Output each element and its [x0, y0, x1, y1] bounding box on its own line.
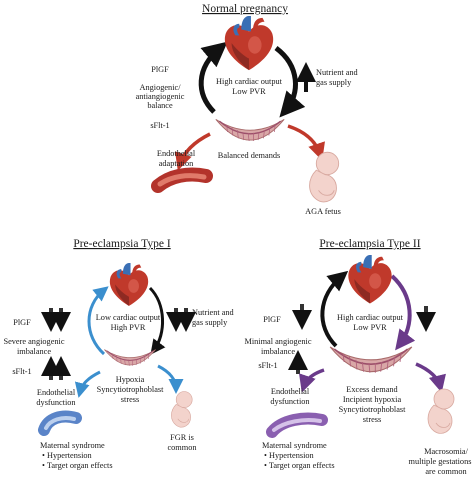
type2-plgf: PlGF	[263, 315, 281, 324]
type2-arrow-to-fetus	[415, 362, 446, 393]
type2-heart-line1: High cardiac output	[337, 313, 404, 322]
type1-imbalance-2: imbalance	[17, 347, 51, 356]
normal-placenta-label: Balanced demands	[218, 151, 280, 160]
normal-plgf: PlGF	[151, 65, 169, 74]
normal-fetus-label: AGA fetus	[305, 207, 341, 216]
placenta-icon	[329, 346, 413, 374]
type1-syndrome-1: Maternal syndrome	[40, 441, 105, 450]
type1-syndrome-3: • Target organ effects	[42, 461, 113, 470]
normal-balance-1: Angiogenic/	[139, 83, 181, 92]
type2-syndrome-1: Maternal syndrome	[262, 441, 327, 450]
type1-placenta-2: Syncytiotrophoblast	[97, 385, 165, 394]
type2-placenta-4: stress	[363, 415, 381, 424]
normal-heart-line2: Low PVR	[232, 87, 266, 96]
type1-syndrome-2: • Hypertension	[42, 451, 93, 460]
type1-heart-line1: Low cardiac output	[96, 313, 161, 322]
normal-arrow-left	[198, 41, 228, 114]
arrow-up-icon	[41, 356, 71, 380]
type1-title: Pre-eclampsia Type I	[73, 238, 171, 250]
type1-arrow-to-vessel	[74, 370, 101, 398]
normal-sflt: sFlt-1	[150, 121, 169, 130]
type1-supply-1: Nutrient and	[192, 308, 235, 317]
type1-arrow-right	[148, 286, 166, 355]
blood-vessel-icon	[38, 410, 82, 436]
type2-heart-line2: Low PVR	[353, 323, 387, 332]
arrow-down-icon	[41, 308, 71, 332]
normal-title: Normal pregnancy	[202, 3, 288, 15]
type2-placenta-1: Excess demand	[346, 385, 398, 394]
normal-balance-3: balance	[147, 101, 173, 110]
type1-placenta-1: Hypoxia	[116, 375, 145, 384]
type1-sflt: sFlt-1	[12, 367, 31, 376]
placenta-icon	[215, 118, 285, 142]
normal-arrow-right	[274, 46, 306, 118]
type1-fetus-2: common	[167, 443, 197, 452]
type2-syndrome-3: • Target organ effects	[264, 461, 335, 470]
type2-sflt: sFlt-1	[258, 361, 277, 370]
fetus-icon	[309, 151, 340, 203]
normal-supply-1: Nutrient and	[316, 68, 359, 77]
type1-fetus-1: FGR is	[170, 433, 194, 442]
normal-supply-2: gas supply	[316, 78, 352, 87]
type2-placenta-2: Incipient hypoxia	[343, 395, 402, 404]
blood-vessel-icon	[151, 167, 213, 193]
type2-fetus-3: are common	[425, 467, 467, 476]
type2-imbalance-1: Minimal angiogenic	[244, 337, 311, 346]
heart-icon	[348, 255, 392, 304]
heart-icon	[224, 16, 274, 71]
type2-arrow-right	[390, 274, 416, 351]
type1-supply-2: gas supply	[192, 318, 228, 327]
type2-fetus-2: multiple gestations	[409, 457, 472, 466]
normal-vessel-1: Endothelial	[157, 149, 196, 158]
normal-arrow-to-vessel	[175, 132, 211, 171]
type1-heart-line2: High PVR	[111, 323, 146, 332]
normal-arrow-to-fetus	[287, 124, 325, 161]
type2-vessel-2: dysfunction	[270, 397, 310, 406]
type2-imbalance-2: imbalance	[261, 347, 295, 356]
type2-syndrome-2: • Hypertension	[264, 451, 315, 460]
arrow-down-icon	[166, 308, 196, 332]
type2-arrow-left	[320, 270, 349, 348]
normal-balance-2: antiangiogenic	[136, 92, 185, 101]
type1-vessel-2: dysfunction	[36, 398, 76, 407]
type2-title: Pre-eclampsia Type II	[319, 238, 420, 250]
normal-heart-line1: High cardiac output	[216, 77, 283, 86]
blood-vessel-icon	[266, 412, 328, 438]
normal-vessel-2: adaptation	[159, 159, 194, 168]
type1-arrow-to-fetus	[157, 364, 184, 394]
type2-vessel-1: Endothelial	[271, 387, 310, 396]
type2-placenta-3: Syncytiotrophoblast	[339, 405, 407, 414]
heart-icon	[109, 263, 149, 306]
type1-arrow-left	[87, 286, 109, 356]
placenta-icon	[103, 348, 157, 367]
type1-imbalance-1: Severe angiogenic	[3, 337, 64, 346]
type1-plgf: PlGF	[13, 318, 31, 327]
fetus-icon	[171, 391, 193, 428]
type1-placenta-3: stress	[121, 395, 139, 404]
type2-arrow-to-vessel	[299, 368, 325, 393]
type2-fetus-1: Macrosomia/	[424, 447, 468, 456]
fetus-icon	[427, 388, 455, 434]
type1-vessel-1: Endothelial	[37, 388, 76, 397]
